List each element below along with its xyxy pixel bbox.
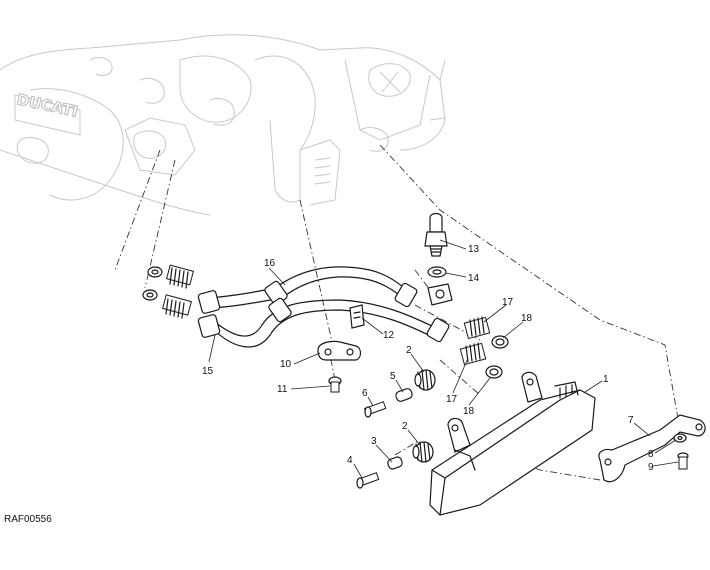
- part-number-17-upper: 17: [502, 297, 514, 308]
- assembly-guide-lines: [114, 144, 681, 481]
- ducati-logo: DUCATI: [15, 90, 79, 120]
- sealing-washer-14: [427, 266, 447, 278]
- washer-8: [673, 433, 687, 443]
- part-number-12: 12: [383, 330, 395, 341]
- screw-4: [356, 472, 380, 489]
- part-number-5: 5: [390, 371, 396, 382]
- part-number-8: 8: [648, 449, 654, 460]
- hose-clip-12: [349, 304, 365, 329]
- part-number-18-upper: 18: [521, 313, 533, 324]
- rubber-grommet-2-upper: [414, 369, 436, 391]
- oil-cooler-1: [429, 371, 596, 516]
- part-number-3: 3: [371, 436, 377, 447]
- rubber-grommet-2-lower: [412, 441, 434, 463]
- part-number-6: 6: [362, 388, 368, 399]
- part-number-2-lower: 2: [402, 421, 408, 432]
- spacer-3: [387, 456, 403, 470]
- part-number-15: 15: [202, 366, 214, 377]
- right-unions: [459, 316, 509, 379]
- part-number-2-upper: 2: [406, 345, 412, 356]
- part-number-4: 4: [347, 455, 353, 466]
- part-number-14: 14: [468, 273, 480, 284]
- part-numbers: 1 2 2 3 4 5 6 7 8 9 10 11 12 13 14 15 16…: [202, 244, 654, 473]
- bracket-10: [317, 340, 362, 361]
- screw-9: [677, 452, 689, 470]
- part-number-11: 11: [277, 384, 288, 395]
- oil-hose-upper: [209, 266, 411, 309]
- leader-lines: [208, 239, 679, 479]
- left-unions: [142, 264, 195, 319]
- part-number-16: 16: [264, 258, 276, 269]
- oil-pressure-sensor: [424, 212, 448, 257]
- part-number-10: 10: [280, 359, 292, 370]
- oil-hose-lower: [209, 299, 441, 348]
- part-number-17-lower: 17: [446, 394, 458, 405]
- engine-block-outline: [0, 34, 446, 216]
- part-number-1: 1: [603, 374, 609, 385]
- mounting-bracket-7: [598, 414, 706, 483]
- hose-fittings: [197, 280, 453, 343]
- part-number-7: 7: [628, 415, 634, 426]
- part-number-18-lower: 18: [463, 406, 475, 417]
- spacer-5: [395, 388, 413, 402]
- screw-6: [363, 401, 387, 418]
- screw-11: [328, 376, 342, 393]
- part-number-9: 9: [648, 462, 654, 473]
- diagram-reference-code: RAF00556: [4, 514, 52, 525]
- part-number-13: 13: [468, 244, 480, 255]
